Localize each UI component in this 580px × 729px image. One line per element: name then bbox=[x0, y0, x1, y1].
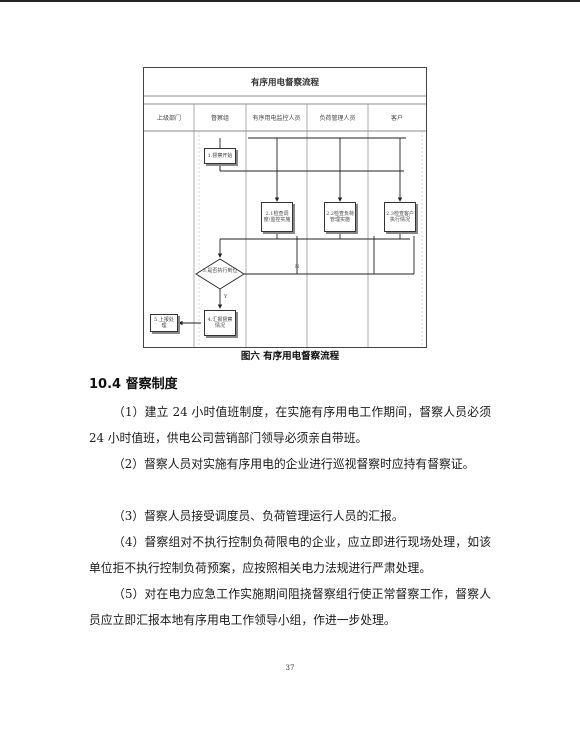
paragraph-5: （5）对在电力应急工作实施期间阻挠督察组行使正常督察工作，督察人员应立即汇报本地… bbox=[89, 581, 491, 633]
paragraph-text: （5）对在电力应急工作实施期间阻挠督察组行使正常督察工作，督察人员应立即汇报本地… bbox=[89, 587, 491, 627]
node-decision: 3.是否执行到位 bbox=[202, 268, 238, 274]
lane-header-monitor: 有序用电监控人员 bbox=[252, 114, 301, 122]
edge-label-yes: Y bbox=[224, 294, 228, 300]
paragraph-text: （3）督察人员接受调度员、负荷管理运行人员的汇报。 bbox=[113, 509, 404, 523]
node-check-load: 2.2检查负荷管理实施 bbox=[324, 202, 356, 232]
node-handle: 4.汇报督察情况 bbox=[204, 310, 236, 336]
flowchart: 有序用电督察流程 上级部门 督察组 有序用电监控人员 负荷管理人员 客户 1.督… bbox=[143, 67, 427, 348]
lane-header-load-manager: 负荷管理人员 bbox=[319, 114, 356, 122]
node-check-customer: 2.3检查客户执行情况 bbox=[384, 202, 416, 232]
node-report: 5.上报处理 bbox=[150, 314, 178, 332]
section-number: 10.4 bbox=[89, 377, 122, 392]
page-number: 37 bbox=[285, 664, 295, 672]
node-check-monitor: 2.1检查调度/监控实施 bbox=[261, 202, 293, 232]
paragraph-1: （1）建立 24 小时值班制度，在实施有序用电工作期间，督察人员必须 24 小时… bbox=[89, 399, 491, 451]
paragraph-text: （4）督察组对不执行控制负荷限电的企业，应立即进行现场处理，如该单位拒不执行控制… bbox=[89, 535, 491, 575]
lane-header-inspection-group: 督察组 bbox=[210, 114, 229, 122]
flowchart-lines bbox=[144, 95, 426, 347]
paragraph-text: （1）建立 24 小时值班制度，在实施有序用电工作期间，督察人员必须 24 小时… bbox=[89, 405, 491, 445]
node-start: 1.督察开始 bbox=[204, 148, 236, 164]
lane-header-customer: 客户 bbox=[390, 114, 403, 122]
paragraph-2: （2）督察人员对实施有序用电的企业进行巡视督察时应持有督察证。 bbox=[89, 451, 491, 477]
paragraph-3: （3）督察人员接受调度员、负荷管理运行人员的汇报。 bbox=[89, 503, 491, 529]
page-top-rule bbox=[0, 0, 580, 2]
lane-header-superior: 上级部门 bbox=[156, 114, 181, 122]
edge-label-no: N bbox=[295, 264, 300, 270]
figure-caption: 图六 有序用电督察流程 bbox=[240, 351, 340, 362]
flowchart-title: 有序用电督察流程 bbox=[250, 78, 319, 88]
paragraph-4: （4）督察组对不执行控制负荷限电的企业，应立即进行现场处理，如该单位拒不执行控制… bbox=[89, 529, 491, 581]
section-heading: 10.4 督察制度 bbox=[89, 373, 178, 392]
paragraph-text: （2）督察人员对实施有序用电的企业进行巡视督察时应持有督察证。 bbox=[113, 457, 475, 471]
section-title: 督察制度 bbox=[125, 377, 178, 392]
